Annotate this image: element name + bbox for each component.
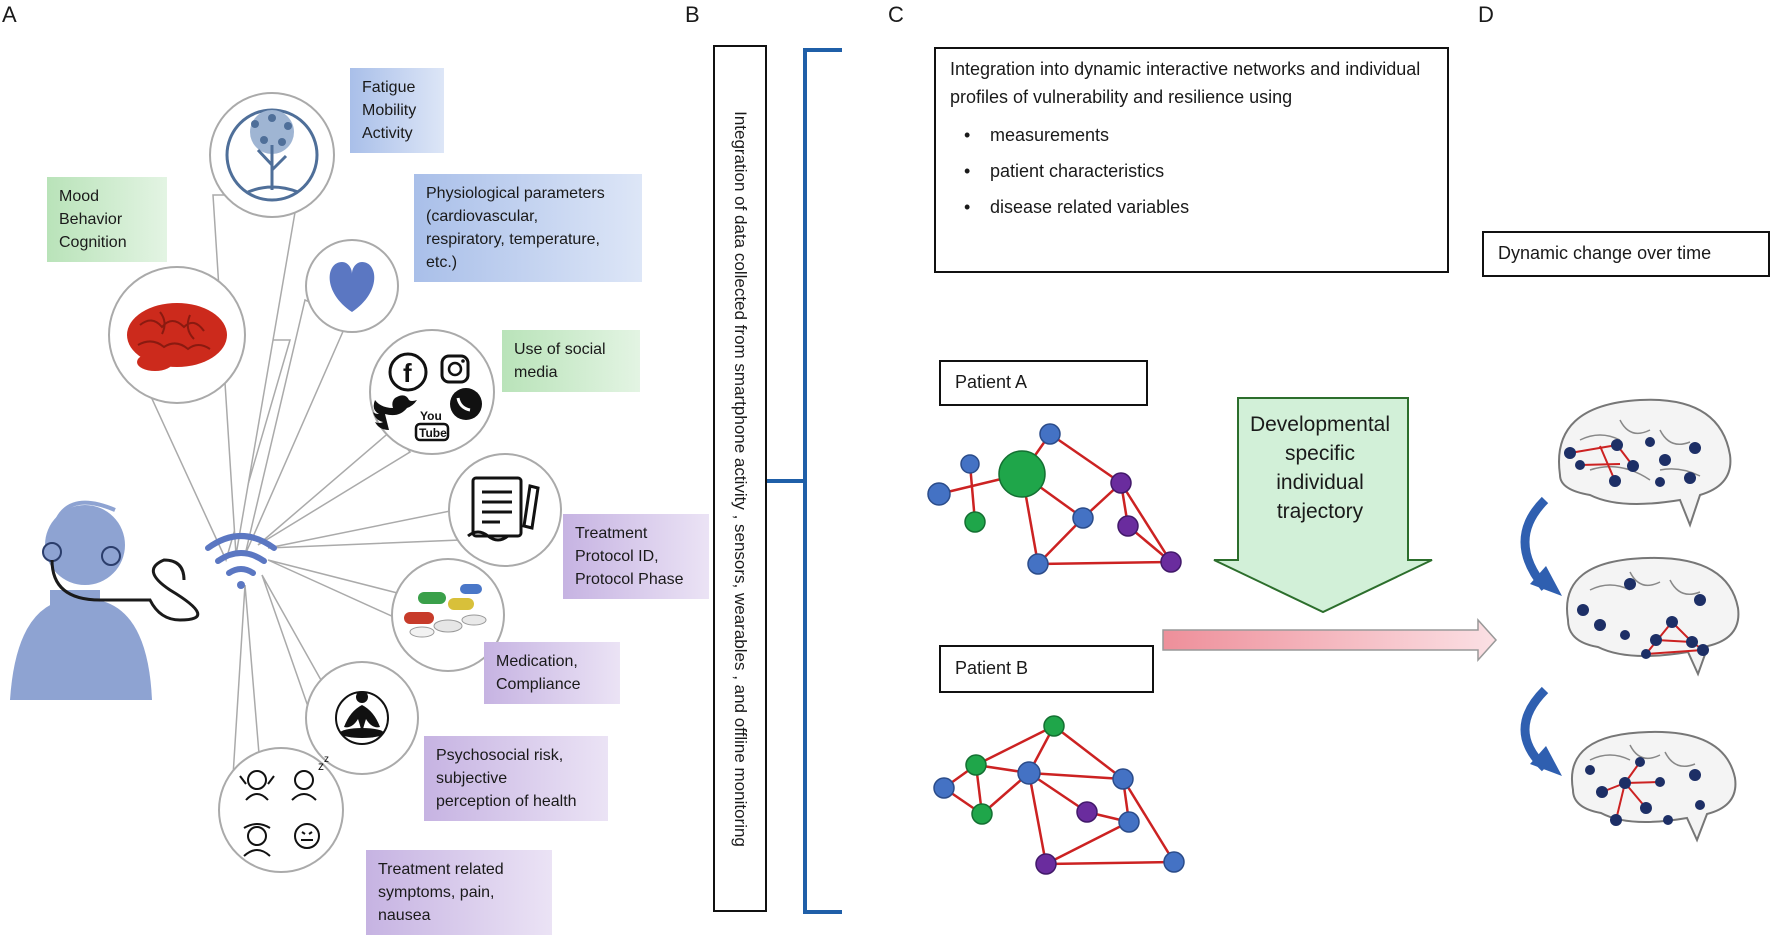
trajectory-arrow bbox=[1213, 397, 1433, 614]
fatigue-tag: Fatigue Mobility Activity bbox=[350, 68, 444, 153]
person-icon bbox=[10, 500, 200, 700]
psychosocial-tag: Psychosocial risk, subjective perception… bbox=[424, 736, 608, 821]
physio-tag: Physiological parameters (cardiovascular… bbox=[414, 174, 642, 282]
svg-text:f: f bbox=[403, 358, 412, 388]
medication-line-2: Compliance bbox=[496, 676, 581, 693]
dynamic-change-text: Dynamic change over time bbox=[1498, 243, 1712, 263]
medication-tag: Medication, Compliance bbox=[484, 642, 620, 704]
integration-bullet-list: measurements patient characteristics dis… bbox=[950, 117, 1435, 225]
mood-line-1: Mood bbox=[59, 188, 100, 205]
treatment-line-1: Treatment bbox=[575, 525, 648, 542]
panel-b-bracket bbox=[765, 48, 842, 914]
brain-icon bbox=[127, 303, 227, 371]
panel-letter-d: D bbox=[1478, 2, 1494, 27]
mood-line-3: Cognition bbox=[59, 234, 127, 251]
wifi-icon bbox=[205, 533, 277, 589]
mood-tag: Mood Behavior Cognition bbox=[47, 177, 167, 262]
integration-title: Integration into dynamic interactive net… bbox=[950, 59, 1421, 107]
curved-arrow-1 bbox=[1520, 496, 1562, 596]
brain-3 bbox=[1571, 730, 1737, 843]
patient-b-text: Patient B bbox=[955, 658, 1029, 678]
curved-arrow-2 bbox=[1520, 686, 1562, 776]
youtube-tube-text: Tube bbox=[419, 426, 447, 440]
patient-b-label: Patient B bbox=[939, 645, 1154, 693]
patient-a-text: Patient A bbox=[955, 372, 1028, 392]
meditation-icon bbox=[335, 691, 389, 745]
youtube-you-text: You bbox=[420, 409, 442, 423]
symptoms-bubble bbox=[218, 747, 344, 873]
symptoms-line-3: nausea bbox=[378, 907, 431, 924]
symptoms-line-1: Treatment related bbox=[378, 861, 504, 878]
bullet-measurements: measurements bbox=[950, 117, 1435, 153]
patient-b-network bbox=[933, 715, 1185, 875]
svg-text:z: z bbox=[324, 754, 329, 765]
brain-2 bbox=[1566, 556, 1740, 677]
time-arrow bbox=[1162, 618, 1498, 662]
pills-icon bbox=[404, 584, 487, 638]
heart-icon bbox=[329, 262, 375, 312]
social-media-icon: f You Tube bbox=[373, 352, 482, 442]
social-tag: Use of social media bbox=[502, 330, 640, 392]
physio-line-2: (cardiovascular, bbox=[426, 208, 539, 225]
medication-line-1: Medication, bbox=[496, 653, 578, 670]
psychosocial-line-1: Psychosocial risk, bbox=[436, 747, 564, 764]
symptoms-tag: Treatment related symptoms, pain, nausea bbox=[366, 850, 552, 935]
patient-a-network bbox=[927, 423, 1182, 575]
mood-line-2: Behavior bbox=[59, 211, 123, 228]
patient-a-label: Patient A bbox=[939, 360, 1148, 406]
document-icon bbox=[467, 476, 540, 542]
fatigue-line-3: Activity bbox=[362, 125, 413, 142]
panel-letter-b: B bbox=[685, 2, 700, 27]
dynamic-change-label: Dynamic change over time bbox=[1482, 231, 1770, 277]
treatment-line-2: Protocol ID, bbox=[575, 548, 659, 565]
trajectory-text: Developmental specific individual trajec… bbox=[1249, 413, 1391, 523]
document-bubble bbox=[448, 453, 562, 567]
symptoms-icon: z z bbox=[239, 754, 329, 857]
integration-box: Integration into dynamic interactive net… bbox=[934, 47, 1449, 273]
physio-line-1: Physiological parameters bbox=[426, 185, 605, 202]
bullet-patient-characteristics: patient characteristics bbox=[950, 153, 1435, 189]
bullet-disease-variables: disease related variables bbox=[950, 189, 1435, 225]
physio-line-4: etc.) bbox=[426, 254, 458, 271]
social-line-2: media bbox=[514, 364, 558, 381]
treatment-line-3: Protocol Phase bbox=[575, 571, 684, 588]
fatigue-line-2: Mobility bbox=[362, 102, 417, 119]
brain-1 bbox=[1558, 398, 1732, 528]
social-line-1: Use of social bbox=[514, 341, 606, 358]
panel-b-vertical-text: Integration of data collected from smart… bbox=[731, 110, 750, 847]
panel-letter-c: C bbox=[888, 2, 904, 27]
panel-letter-a: A bbox=[2, 2, 17, 27]
psychosocial-line-2: subjective bbox=[436, 770, 508, 787]
svg-text:z: z bbox=[318, 759, 324, 773]
panel-b-label-box: Integration of data collected from smart… bbox=[713, 45, 767, 912]
physio-line-3: respiratory, temperature, bbox=[426, 231, 600, 248]
tree-icon bbox=[225, 108, 319, 202]
symptoms-line-2: symptoms, pain, bbox=[378, 884, 495, 901]
psychosocial-line-3: perception of health bbox=[436, 793, 577, 810]
treatment-tag: Treatment Protocol ID, Protocol Phase bbox=[563, 514, 709, 599]
fatigue-line-1: Fatigue bbox=[362, 79, 416, 96]
